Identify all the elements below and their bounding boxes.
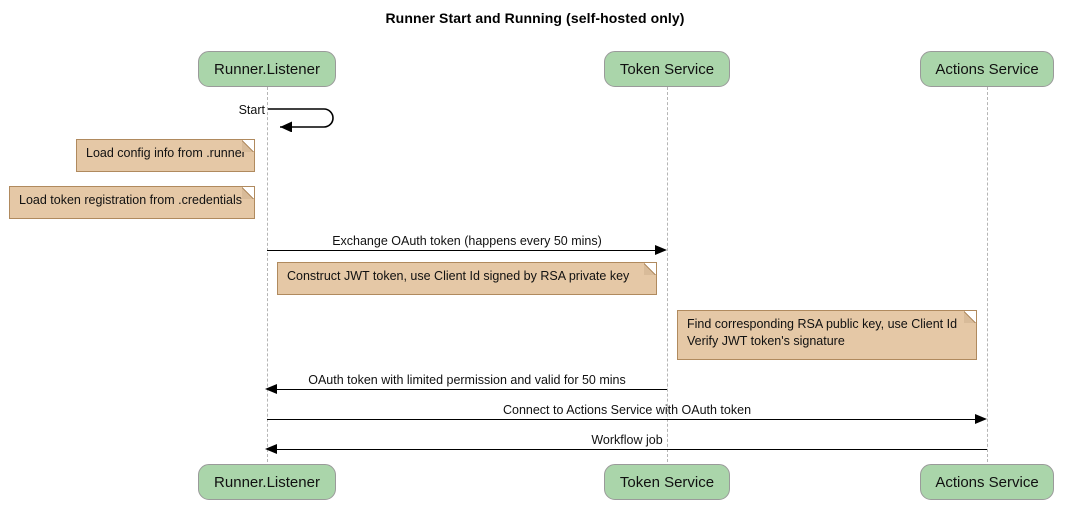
lifeline-token: [667, 87, 668, 462]
participant-label: Token Service: [619, 473, 715, 491]
message-start-selfloop: [266, 104, 346, 137]
participant-label: Actions Service: [935, 60, 1039, 78]
lifeline-runner: [267, 87, 268, 462]
participant-label: Runner.Listener: [214, 473, 320, 491]
message-label-start: Start: [238, 103, 265, 117]
participant-runner-bottom[interactable]: Runner.Listener: [198, 464, 336, 500]
participant-label: Runner.Listener: [214, 60, 320, 78]
message-line-connect-actions-service: [267, 419, 977, 420]
diagram-title: Runner Start and Running (self-hosted on…: [385, 10, 685, 26]
participant-label: Actions Service: [935, 473, 1039, 491]
arrowhead-workflow-job: [265, 443, 277, 454]
participant-actions-bottom[interactable]: Actions Service: [920, 464, 1054, 500]
note-load-token-registration: Load token registration from .credential…: [9, 186, 255, 219]
arrowhead-oauth-token-returned: [265, 383, 277, 394]
lifeline-actions: [987, 87, 988, 462]
message-line-exchange-oauth-token: [267, 250, 657, 251]
message-label-oauth-token-returned: OAuth token with limited permission and …: [308, 373, 626, 387]
message-line-workflow-job: [277, 449, 987, 450]
participant-runner-top[interactable]: Runner.Listener: [198, 51, 336, 87]
selfloop-path-icon: [268, 108, 334, 133]
message-label-connect-actions-service: Connect to Actions Service with OAuth to…: [502, 403, 752, 417]
message-label-workflow-job: Workflow job: [591, 433, 663, 447]
participant-token-bottom[interactable]: Token Service: [604, 464, 730, 500]
message-label-exchange-oauth-token: Exchange OAuth token (happens every 50 m…: [332, 234, 602, 248]
participant-label: Token Service: [619, 60, 715, 78]
arrowhead-connect-actions-service: [975, 413, 987, 424]
note-construct-jwt-token: Construct JWT token, use Client Id signe…: [277, 262, 657, 295]
note-verify-jwt-signature: Find corresponding RSA public key, use C…: [677, 310, 977, 360]
participant-token-top[interactable]: Token Service: [604, 51, 730, 87]
note-load-config: Load config info from .runner: [76, 139, 255, 172]
arrowhead-exchange-oauth-token: [655, 244, 667, 255]
message-line-oauth-token-returned: [277, 389, 667, 390]
participant-actions-top[interactable]: Actions Service: [920, 51, 1054, 87]
